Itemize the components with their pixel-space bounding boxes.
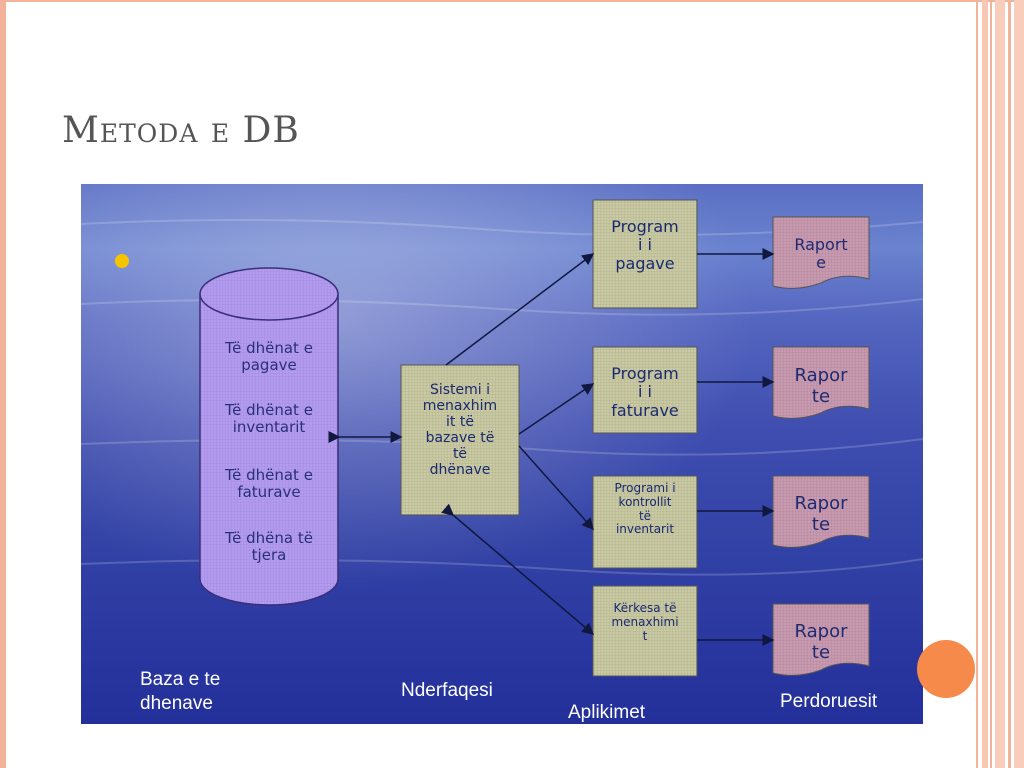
frame-top-border [0, 0, 1024, 2]
report-label: Raport e [794, 235, 848, 273]
interface-box-shape [400, 364, 520, 516]
database-item-payroll: Të dhënat e pagave [225, 339, 313, 375]
dbms-box-label: Sistemi i menaxhim it të bazave të të dh… [422, 382, 498, 479]
report-label: Rapor te [794, 365, 848, 407]
report-shape [772, 475, 870, 548]
program-box-shape [592, 199, 698, 309]
report-shape [772, 346, 870, 419]
database-item-inventory: Të dhënat e inventarit [225, 401, 313, 437]
report-shape [772, 603, 870, 676]
caption-interface: Nderfaqesi [401, 680, 493, 701]
report-shape [772, 216, 870, 289]
report-label: Rapor te [794, 493, 848, 535]
db-method-diagram: Të dhënat e pagave Të dhënat e inventari… [81, 184, 923, 724]
database-item-other: Të dhëna të tjera [225, 529, 313, 565]
program-invoices-label: Program i i faturave [611, 364, 679, 420]
bullet-dot [115, 254, 129, 268]
frame-left-border [0, 0, 6, 768]
management-requests-label: Kërkesa të menaxhimi t [611, 601, 679, 643]
database-cylinder [199, 267, 339, 606]
program-box-shape [592, 346, 698, 434]
caption-database: Baza e te dhenave [140, 669, 221, 714]
caption-users: Perdoruesit [780, 691, 878, 712]
program-inventory-label: Programi i kontrollit të inventarit [614, 481, 676, 537]
program-payroll-label: Program i i pagave [611, 217, 679, 273]
diagram-shapes [81, 184, 923, 724]
slide-title: Metoda e DB [62, 110, 300, 151]
orange-circle-decoration [917, 640, 975, 698]
caption-applications: Aplikimet [568, 702, 646, 723]
program-box-shape [592, 585, 698, 677]
program-box-shape [592, 475, 698, 569]
report-label: Rapor te [794, 621, 848, 663]
database-item-invoices: Të dhënat e faturave [225, 466, 313, 502]
